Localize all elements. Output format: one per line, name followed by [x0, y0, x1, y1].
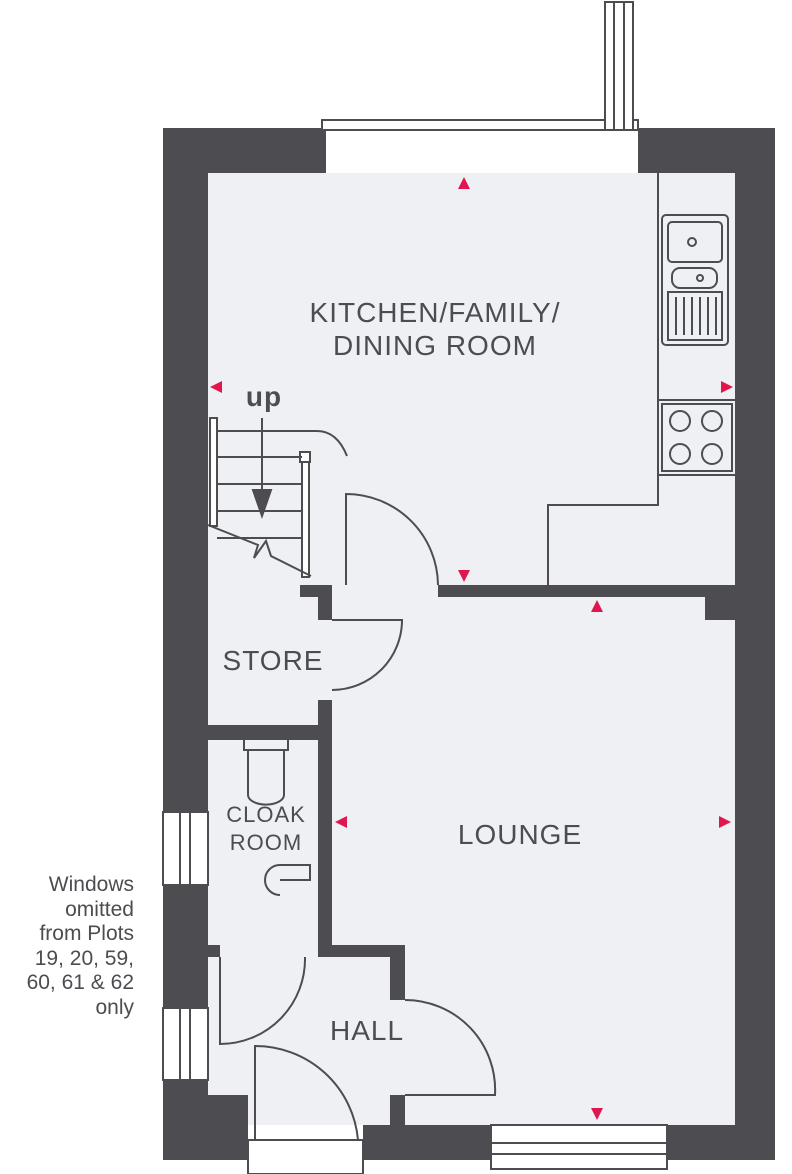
store-label: STORE	[223, 645, 324, 676]
note-line: 19, 20, 59,	[34, 946, 134, 970]
windows	[162, 1, 668, 1174]
note-line: 60, 61 & 62	[26, 971, 134, 994]
cloak-label-line1: CLOAK	[226, 802, 306, 827]
hob-icon	[661, 403, 733, 472]
stairs-up-label: up	[246, 381, 282, 412]
note-line: only	[95, 995, 134, 1019]
walls	[163, 128, 775, 1160]
basin-icon	[264, 864, 311, 896]
windows-note: Windows omitted from Plots 19, 20, 59, 6…	[0, 873, 134, 1020]
note-line: omitted	[65, 897, 134, 921]
lounge-label: LOUNGE	[458, 819, 582, 850]
doors	[219, 492, 497, 1141]
note-line: Windows	[48, 873, 134, 896]
kitchen-label-line1: KITCHEN/FAMILY/	[310, 297, 561, 328]
staircase	[207, 417, 348, 578]
sink-icon	[661, 214, 729, 346]
cloak-label-line2: ROOM	[230, 830, 302, 855]
note-line: from Plots	[39, 922, 134, 945]
hall-label: HALL	[330, 1015, 404, 1046]
floor	[208, 173, 735, 1125]
kitchen-units	[547, 173, 735, 585]
toilet-icon	[243, 740, 289, 806]
view-markers	[210, 177, 733, 1120]
kitchen-label-line2: DINING ROOM	[333, 330, 537, 361]
